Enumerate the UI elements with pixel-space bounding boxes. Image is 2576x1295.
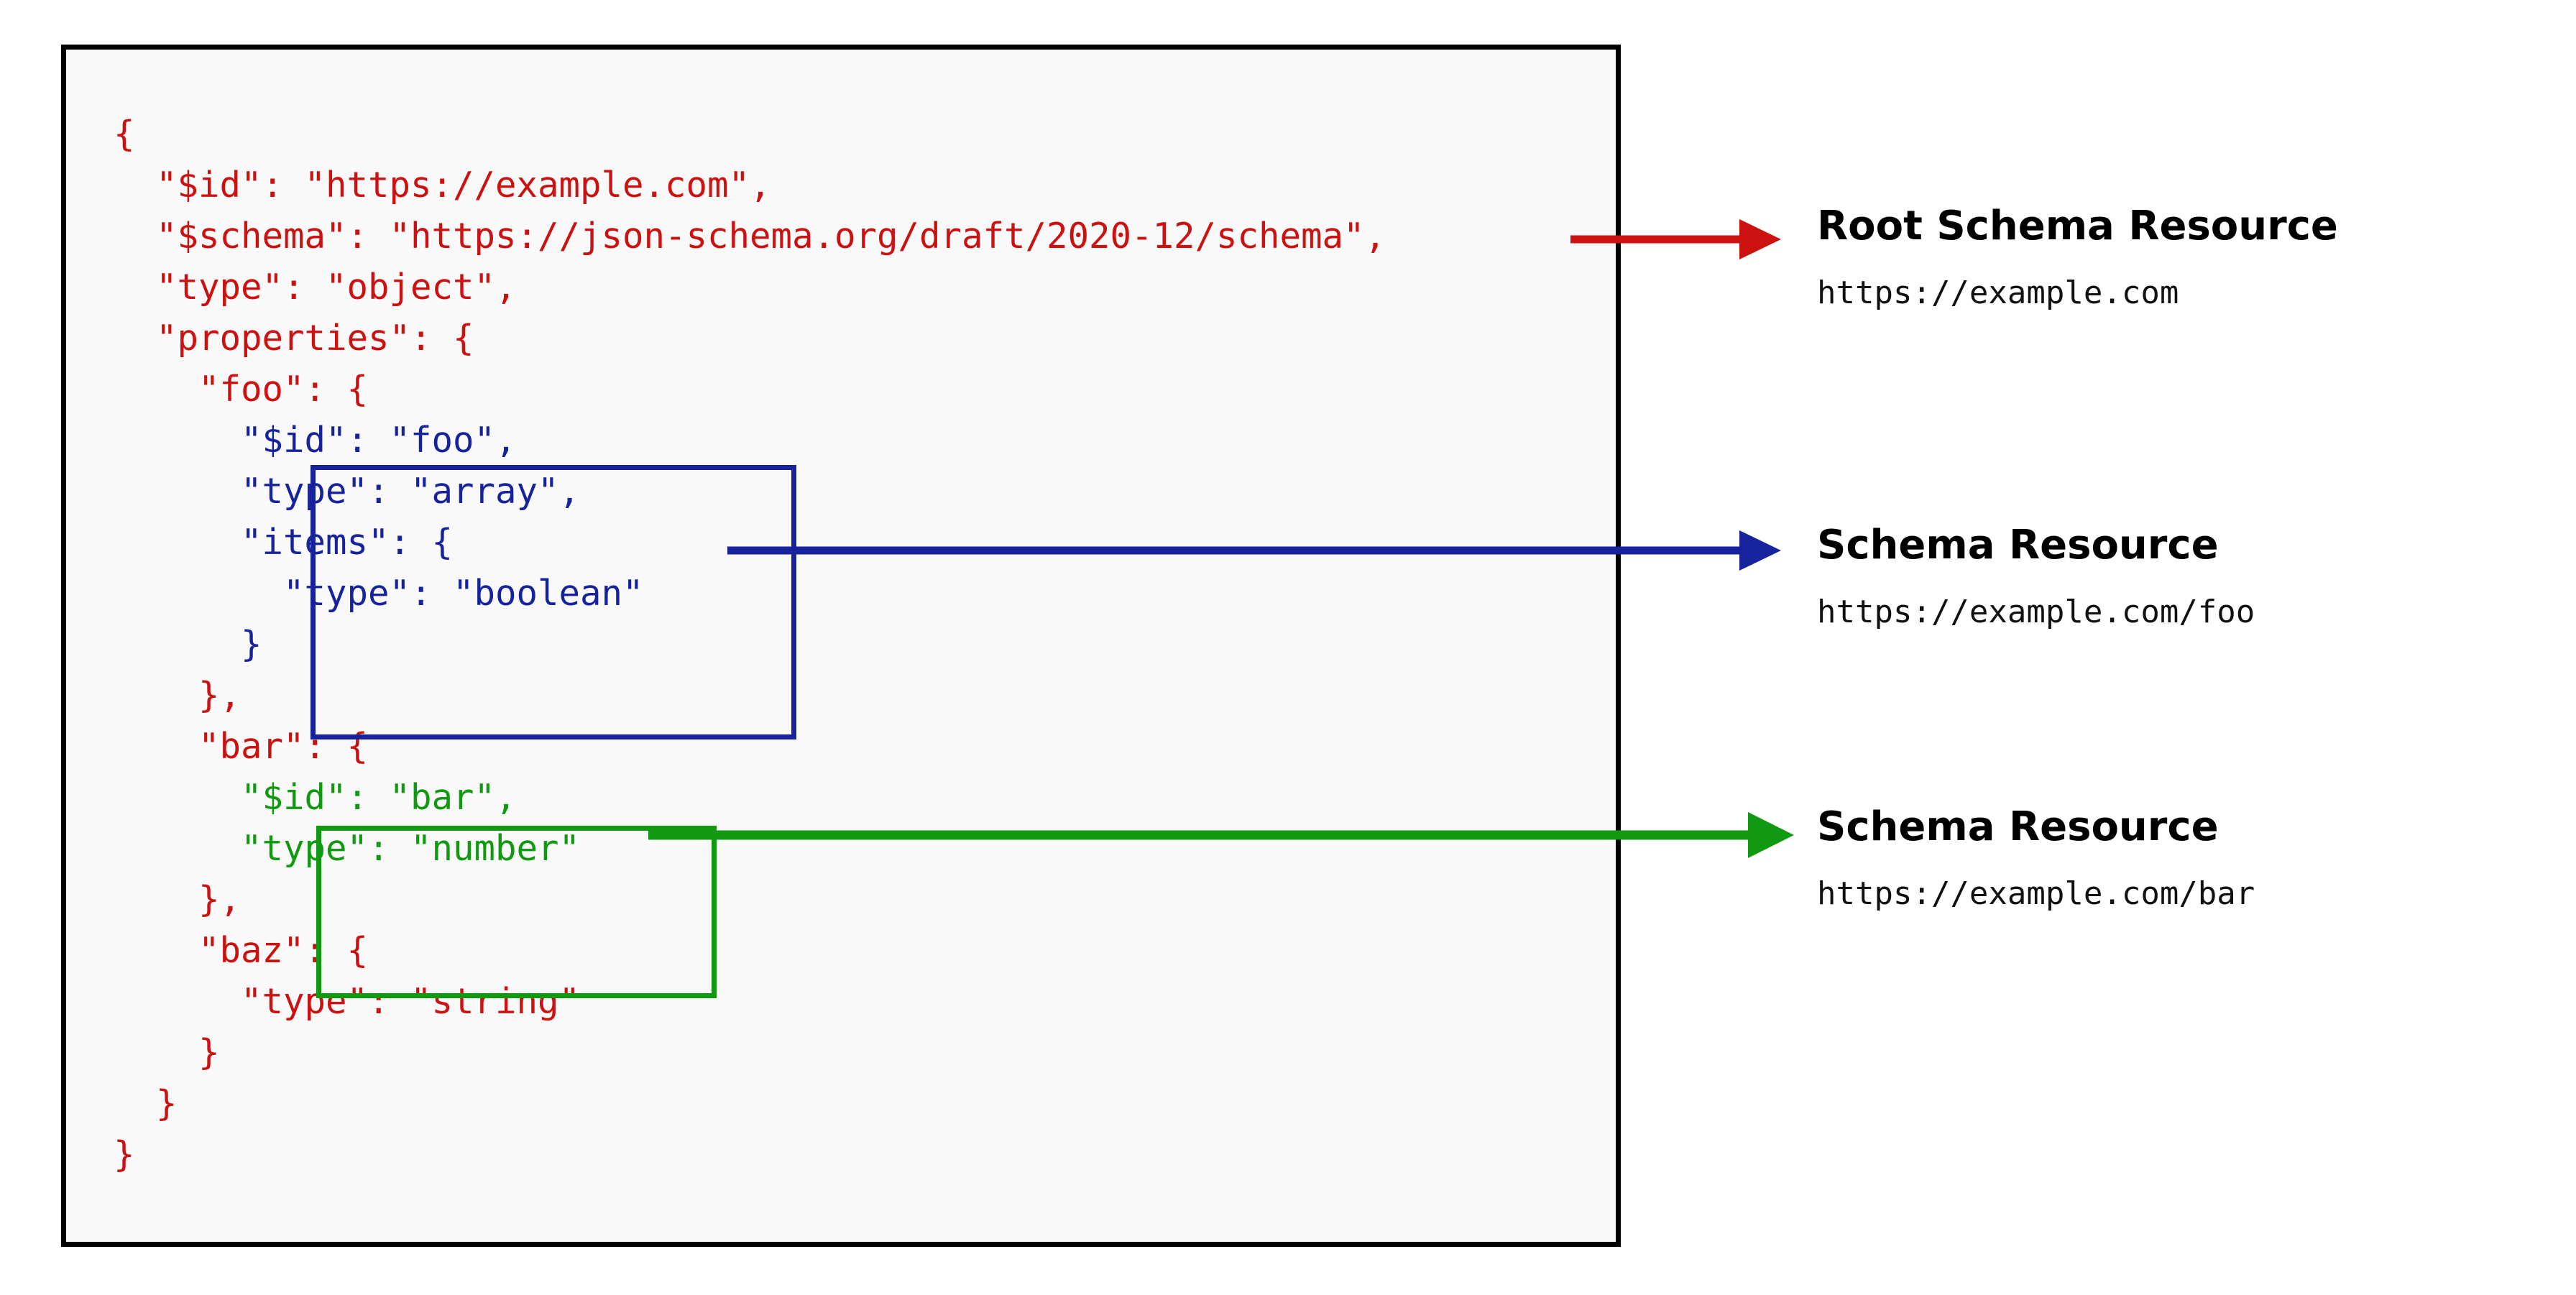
root-schema-arrow <box>1570 219 1781 259</box>
code-panel: { "$id": "https://example.com", "$schema… <box>61 45 1621 1247</box>
annotation-title: Root Schema Resource <box>1817 203 2338 249</box>
code-line: }, <box>114 675 242 716</box>
code-line: "bar": { <box>114 726 369 767</box>
code-line: "baz": { <box>114 930 369 971</box>
annotation-title: Schema Resource <box>1817 522 2219 568</box>
code-line: } <box>114 1134 135 1175</box>
annotation-url: https://example.com/foo <box>1817 594 2255 630</box>
code-line: "type": "number" <box>114 828 581 869</box>
code-line: "type": "object", <box>114 267 517 308</box>
annotation-url: https://example.com <box>1817 275 2179 311</box>
code-line: "$id": "foo", <box>114 420 517 461</box>
code-line: "$id": "https://example.com", <box>114 165 771 206</box>
json-code-listing: { "$id": "https://example.com", "$schema… <box>114 109 1386 1180</box>
code-line: "type": "boolean" <box>114 573 644 614</box>
annotation-root-schema-resource: Root Schema Resource https://example.com <box>1817 203 2338 313</box>
foo-schema-arrow <box>727 530 1781 571</box>
code-line: "items": { <box>114 522 454 563</box>
annotation-title: Schema Resource <box>1817 803 2219 850</box>
annotation-url: https://example.com/bar <box>1817 875 2255 912</box>
annotation-foo-schema-resource: Schema Resource https://example.com/foo <box>1817 522 2255 632</box>
code-line: "$schema": "https://json-schema.org/draf… <box>114 216 1386 257</box>
code-line: "foo": { <box>114 369 369 410</box>
code-line: { <box>114 114 135 155</box>
bar-schema-arrow <box>648 812 1794 858</box>
annotation-bar-schema-resource: Schema Resource https://example.com/bar <box>1817 803 2255 914</box>
code-line: "properties": { <box>114 318 474 359</box>
code-line: } <box>114 1032 220 1073</box>
code-line: } <box>114 1083 178 1124</box>
code-line: }, <box>114 879 242 920</box>
code-line: "type": "string" <box>114 981 581 1022</box>
code-line: "$id": "bar", <box>114 777 517 818</box>
code-line: } <box>114 624 262 665</box>
